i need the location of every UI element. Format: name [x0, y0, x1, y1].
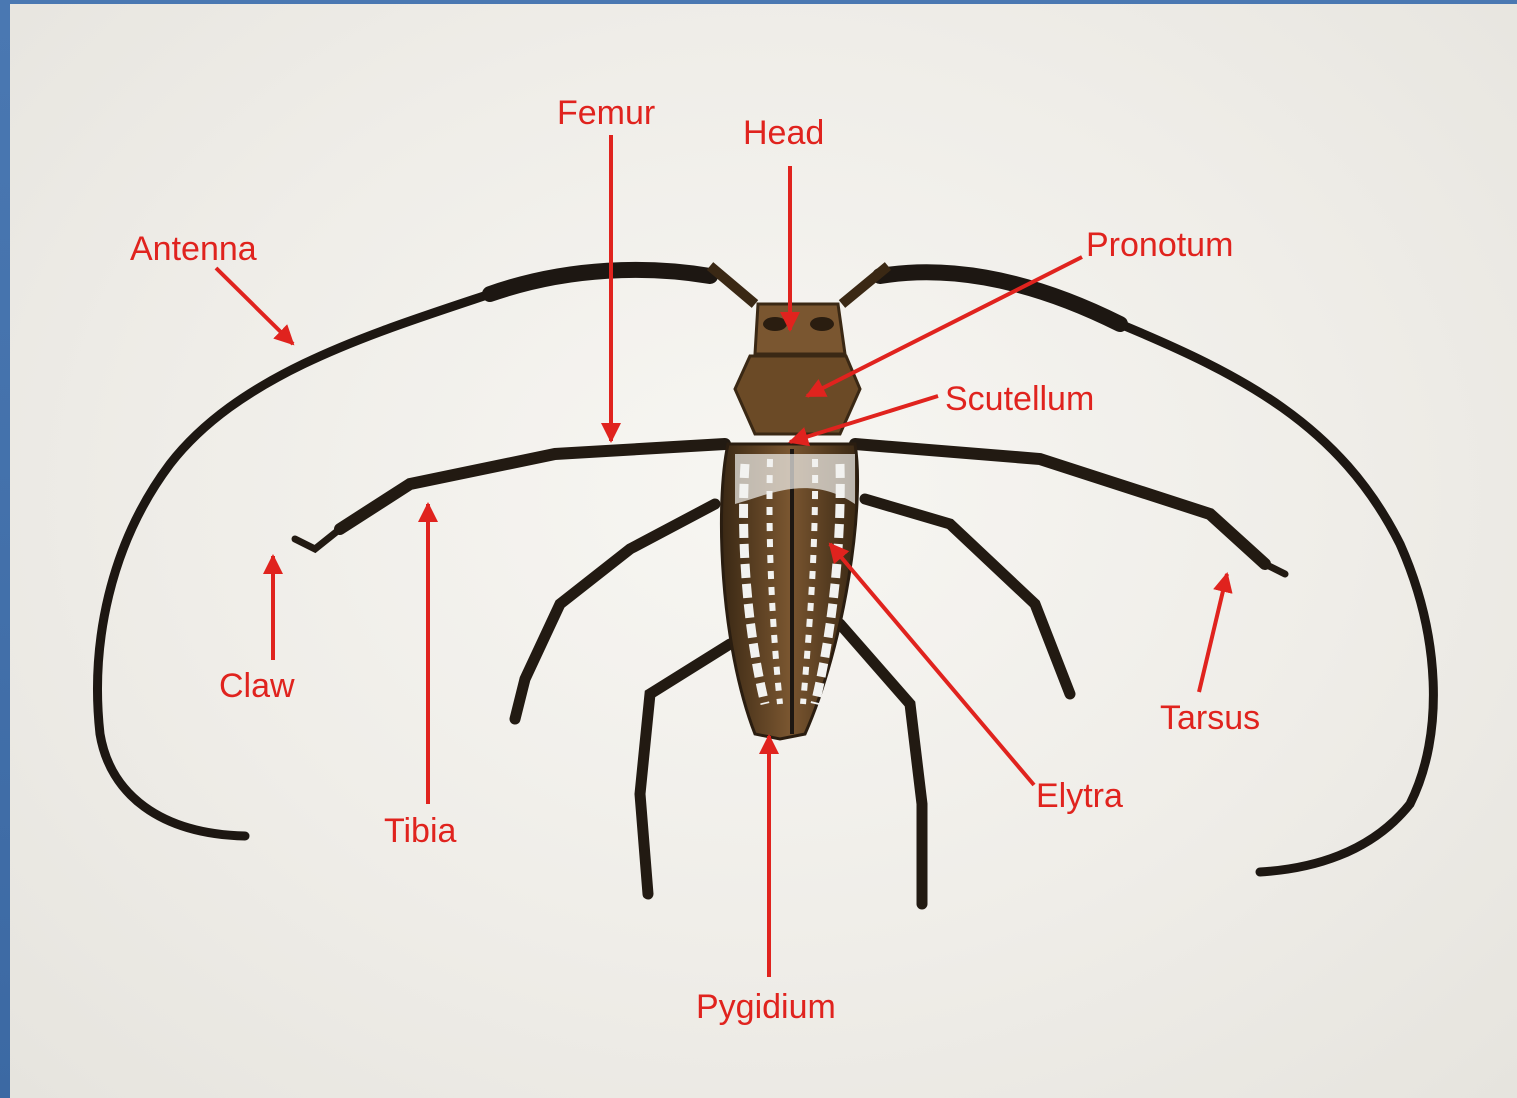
antenna-right — [880, 272, 1433, 872]
beetle-illustration — [10, 4, 1517, 1098]
label-tarsus: Tarsus — [1160, 699, 1260, 737]
beetle-pronotum — [735, 356, 860, 434]
label-scutellum: Scutellum — [945, 380, 1094, 418]
label-head: Head — [743, 114, 824, 152]
label-tibia: Tibia — [384, 812, 456, 850]
beetle-head — [710, 266, 888, 354]
label-elytra: Elytra — [1036, 777, 1123, 815]
beetle-photo: Femur Head Antenna Pronotum Scutellum Cl… — [10, 4, 1517, 1098]
label-femur: Femur — [557, 94, 655, 132]
label-pygidium: Pygidium — [696, 988, 836, 1026]
antenna-arrow — [216, 268, 293, 344]
label-claw: Claw — [219, 667, 295, 705]
tarsus-arrow — [1199, 574, 1227, 692]
label-antenna: Antenna — [130, 230, 257, 268]
beetle-elytra — [721, 444, 857, 739]
label-pronotum: Pronotum — [1086, 226, 1233, 264]
